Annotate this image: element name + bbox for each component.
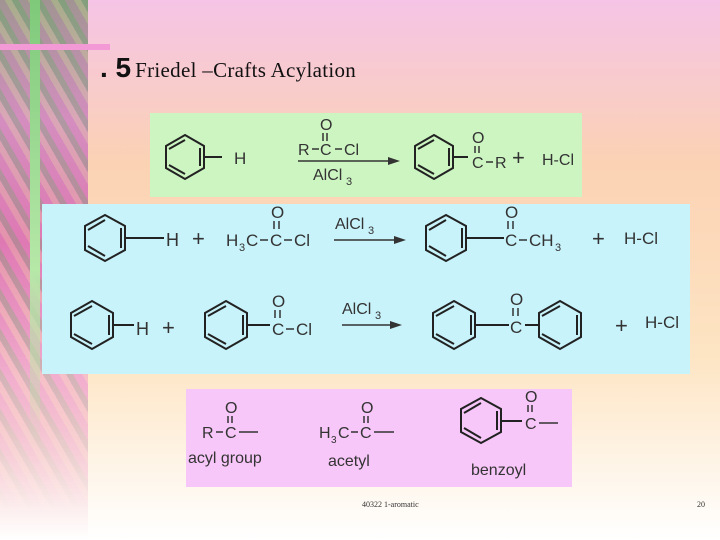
svg-text:R: R (202, 425, 214, 442)
general-reaction-panel: H O R C Cl AlCl 3 O C R (150, 113, 582, 197)
svg-text:C: C (525, 416, 537, 433)
title-number: . 5 (100, 52, 132, 83)
svg-text:H: H (226, 231, 238, 250)
svg-text:C: C (246, 231, 258, 250)
svg-text:O: O (505, 204, 518, 222)
plus-sign: + (162, 315, 175, 340)
benzene-ring (460, 396, 502, 445)
acyl-group-structure: O R C (202, 400, 258, 442)
benzoyl-carbonyl: O C (525, 389, 558, 433)
svg-text:O: O (225, 400, 237, 417)
benzene-ring (414, 133, 454, 181)
svg-text:AlCl: AlCl (335, 216, 364, 233)
plus-sign: + (592, 226, 605, 251)
svg-text:O: O (525, 389, 537, 406)
plus-sign: + (192, 226, 205, 251)
acetophenone-product: O C CH 3 (505, 204, 561, 254)
catalyst-alcl3: AlCl 3 (313, 167, 352, 188)
svg-text:Cl: Cl (294, 231, 310, 250)
general-reaction-diagram: H O R C Cl AlCl 3 O C R (165, 117, 574, 188)
svg-text:O: O (320, 117, 332, 134)
benzene-ring (432, 299, 476, 351)
benzene-ring (204, 299, 248, 351)
svg-text:O: O (271, 204, 284, 222)
acetyl-group-structure: O H 3 C C (319, 400, 394, 446)
acetyl-label: acetyl (328, 453, 370, 470)
byproduct-hcl: H-Cl (542, 152, 574, 169)
benzoyl-label: benzoyl (471, 462, 526, 479)
svg-text:AlCl: AlCl (313, 167, 342, 184)
catalyst-alcl3: AlCl 3 (335, 216, 374, 237)
svg-text:C: C (338, 425, 350, 442)
svg-text:3: 3 (239, 242, 245, 254)
svg-text:C: C (225, 425, 237, 442)
slide-title: . 5 Friedel –Crafts Acylation (100, 52, 356, 92)
benzene-ring (70, 299, 114, 351)
benzene-ring (84, 213, 126, 263)
svg-text:C: C (272, 320, 284, 339)
svg-text:C: C (472, 155, 484, 172)
svg-text:CH: CH (529, 231, 554, 250)
svg-text:Cl: Cl (296, 320, 312, 339)
ketone-product: O C R (472, 130, 507, 172)
reactant-h: H (234, 149, 246, 168)
decorative-pink-line (0, 44, 110, 50)
benzene-ring (425, 213, 467, 263)
svg-text:O: O (510, 290, 523, 309)
acyl-groups-diagram: O R C acyl group O H 3 C C acetyl O (188, 389, 558, 479)
examples-diagram: H + O H 3 C C Cl AlCl 3 O C (70, 204, 679, 351)
svg-text:3: 3 (368, 225, 374, 237)
svg-text:3: 3 (555, 242, 561, 254)
catalyst-alcl3: AlCl 3 (342, 301, 381, 322)
plus-sign: + (512, 145, 525, 170)
svg-text:3: 3 (331, 435, 337, 446)
byproduct-hcl: H-Cl (624, 229, 658, 248)
benzene-ring (165, 133, 205, 181)
svg-text:C: C (505, 231, 517, 250)
svg-text:Cl: Cl (344, 142, 359, 159)
svg-text:H: H (319, 425, 331, 442)
svg-text:R: R (298, 142, 310, 159)
reaction-arrow-head (390, 321, 402, 329)
acyl-chloride: O R C Cl (298, 117, 359, 159)
acyl-group-label: acyl group (188, 450, 262, 467)
svg-text:3: 3 (346, 176, 352, 188)
svg-text:O: O (272, 292, 285, 311)
byproduct-hcl: H-Cl (645, 313, 679, 332)
acetyl-chloride: O H 3 C C Cl (226, 204, 310, 254)
plus-sign: + (615, 313, 628, 338)
decorative-green-bar (30, 0, 40, 450)
acyl-groups-panel: O R C acyl group O H 3 C C acetyl O (186, 389, 572, 487)
svg-text:C: C (510, 318, 522, 337)
benzoyl-chloride: O C Cl (272, 292, 312, 339)
svg-text:O: O (361, 400, 373, 417)
benzene-ring (538, 299, 582, 351)
page-number: 20 (697, 500, 705, 509)
svg-text:AlCl: AlCl (342, 301, 371, 318)
svg-text:O: O (472, 130, 484, 147)
svg-text:C: C (270, 231, 282, 250)
slide-footer: 40322 1-aromatic 20 (0, 500, 720, 514)
reaction-arrow-head (388, 157, 400, 165)
footer-source: 40322 1-aromatic (362, 500, 419, 509)
reactant-h: H (136, 319, 149, 339)
reactant-h: H (166, 230, 179, 250)
title-text: Friedel –Crafts Acylation (135, 58, 357, 82)
svg-text:R: R (495, 155, 507, 172)
svg-text:C: C (320, 142, 332, 159)
reaction-arrow-head (394, 236, 406, 244)
svg-text:C: C (360, 425, 372, 442)
examples-panel: H + O H 3 C C Cl AlCl 3 O C (42, 204, 690, 374)
svg-text:3: 3 (375, 310, 381, 322)
benzophenone-carbonyl: O C (510, 290, 523, 337)
